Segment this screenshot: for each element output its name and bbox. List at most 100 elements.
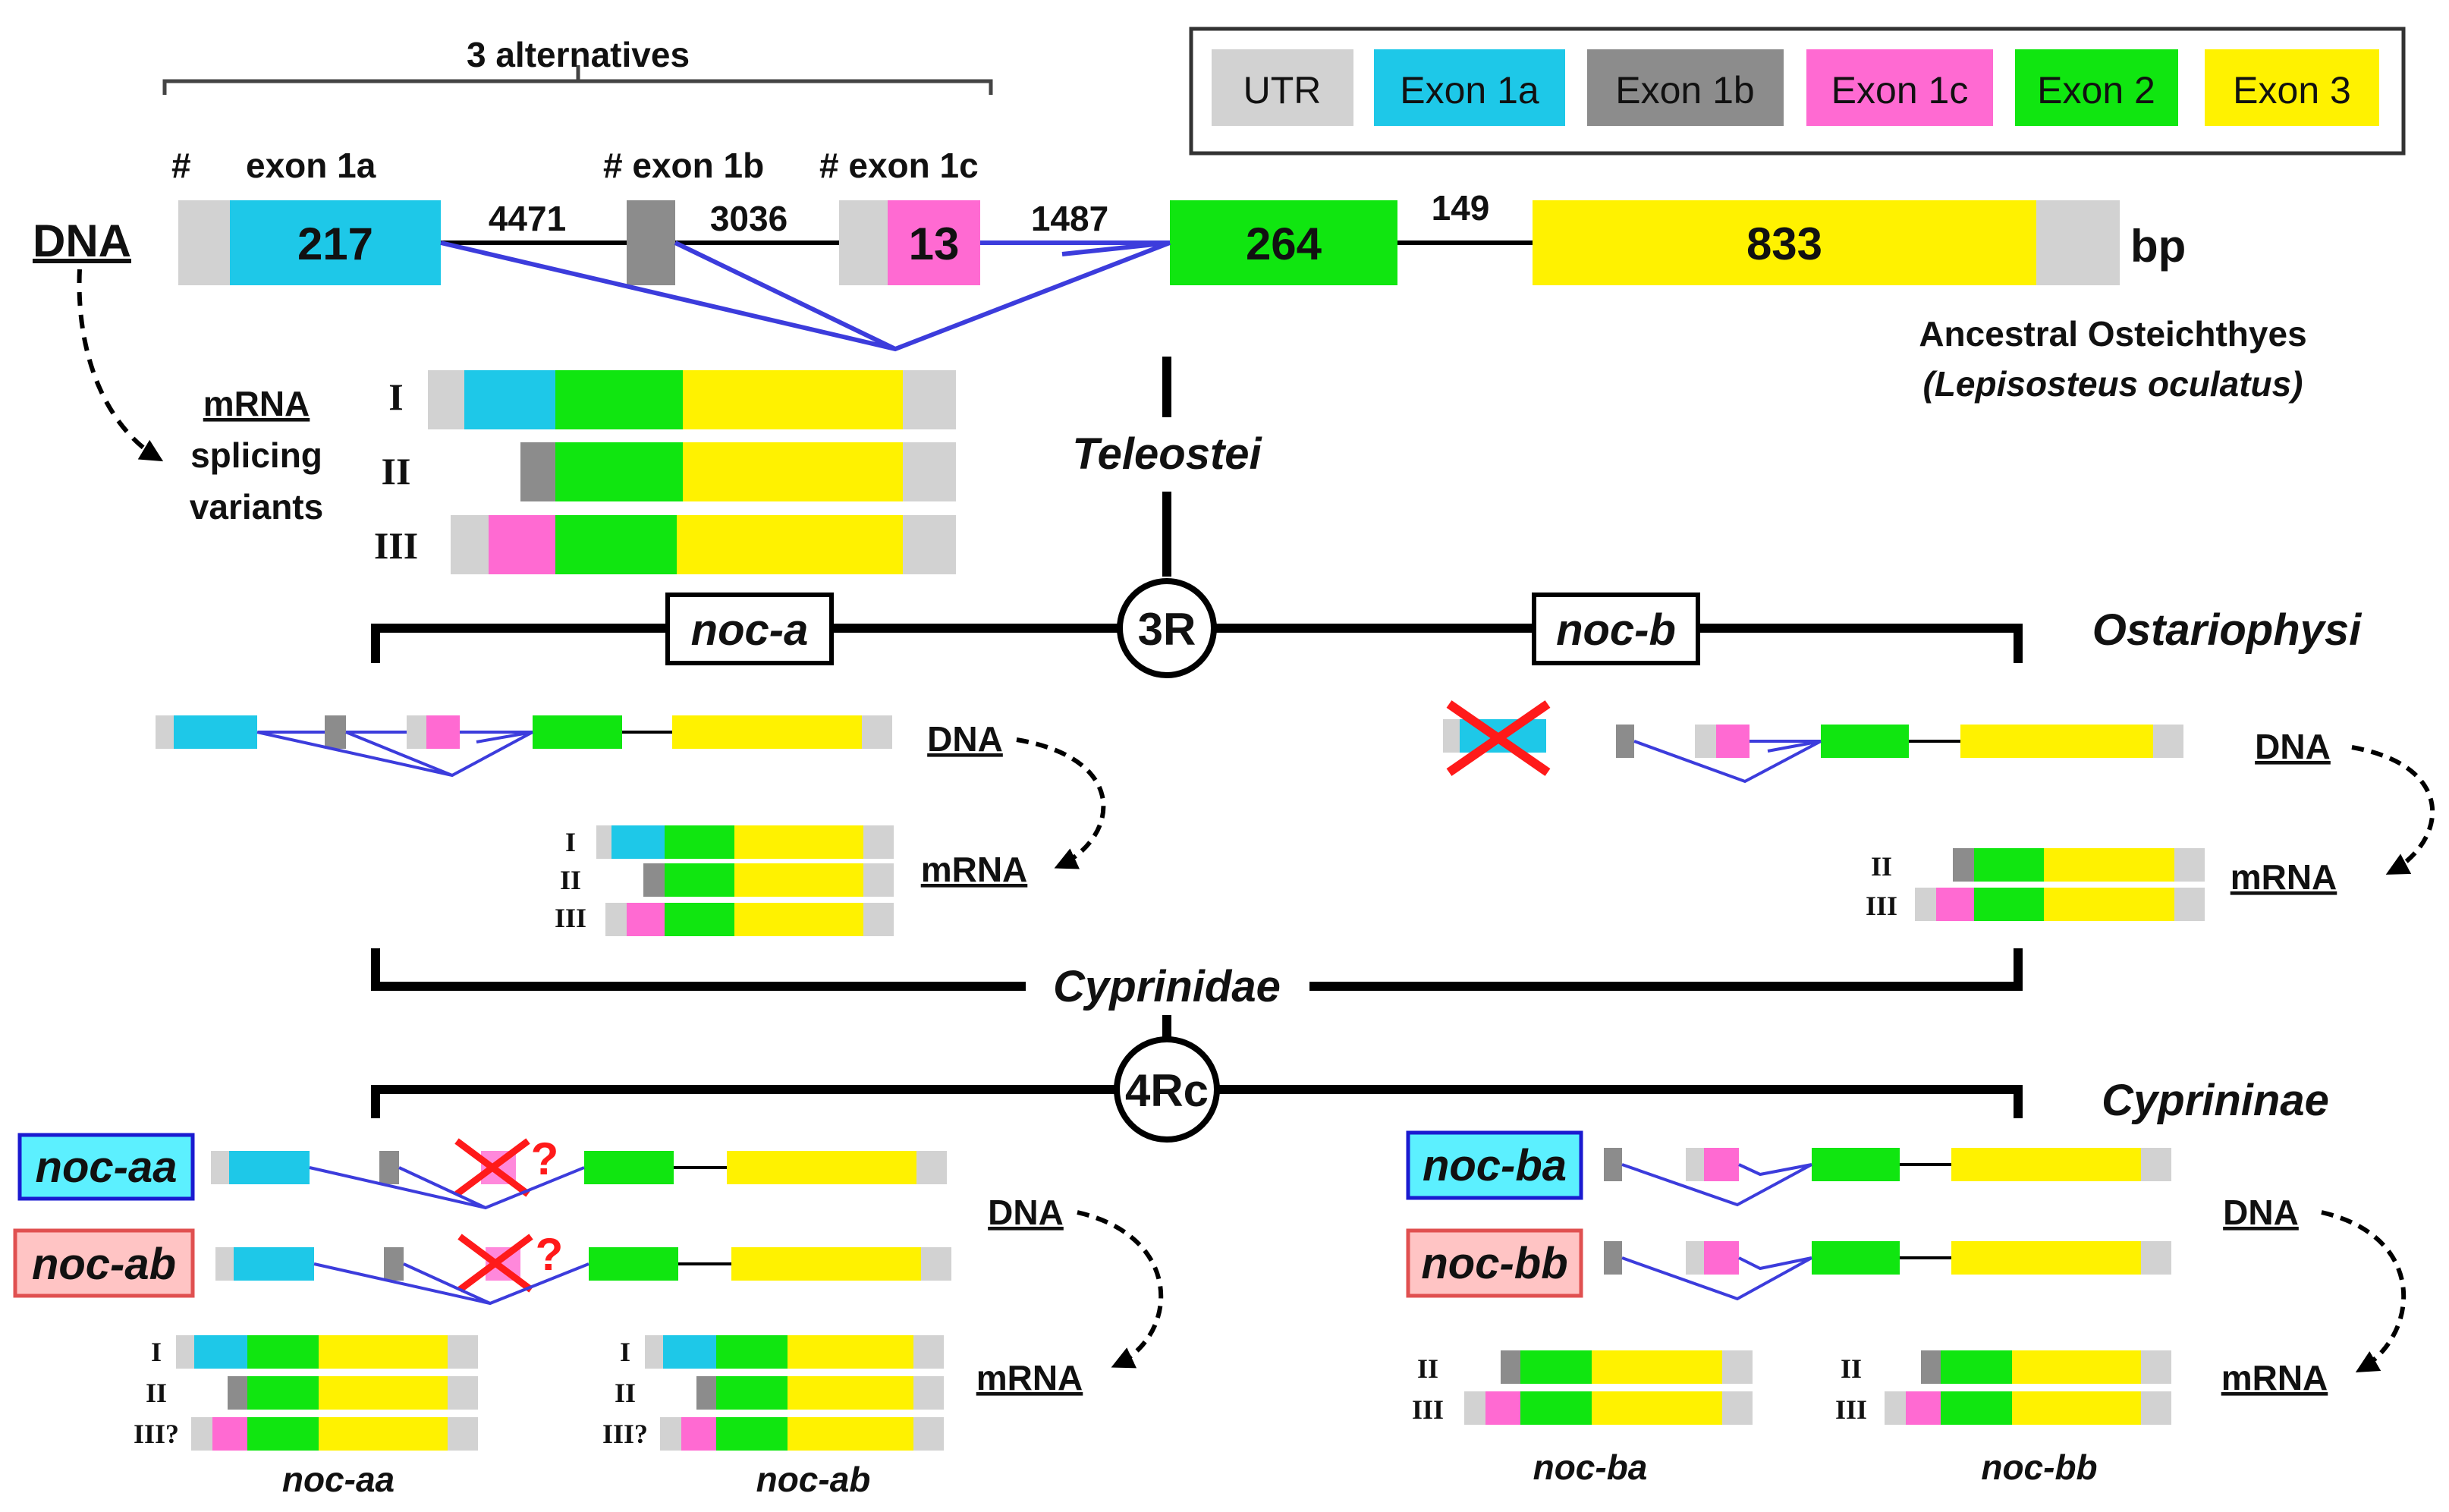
cyprinidae-label: Cyprinidae — [1053, 962, 1281, 1011]
exon1b-header: # exon 1b — [603, 146, 764, 185]
v3-exon2 — [555, 515, 677, 574]
noc-ab-mIII-utr3 — [913, 1417, 944, 1451]
noc-b-exon1b — [1616, 725, 1634, 758]
exon3-length: 833 — [1746, 218, 1822, 269]
v2-utr3 — [903, 442, 956, 501]
noc-aa-mI-e2 — [247, 1335, 319, 1369]
noc-ba-caption: noc-ba — [1533, 1448, 1648, 1487]
noc-a-label: noc-a — [691, 605, 809, 655]
noc-ab-loss-cross — [457, 1234, 533, 1293]
bracket-line — [162, 65, 993, 95]
noc-ba-exon1b — [1604, 1148, 1622, 1181]
noc-bb-utr1c — [1686, 1241, 1704, 1275]
noc-aa-mI-utr3 — [448, 1335, 478, 1369]
noc-ba-mII-e3 — [1592, 1350, 1722, 1384]
ancestral-dna: 217 4471 3036 13 1487 264 149 833 bp DNA… — [33, 188, 2307, 462]
noc-ab-mIII-e3 — [788, 1417, 913, 1451]
noc-a-II: II — [560, 865, 581, 895]
exon1a-block — [230, 200, 441, 285]
noc-b-gene: DNA mRNA II III — [1443, 700, 2435, 921]
noc-a-box — [665, 593, 834, 665]
noc-ab-mII-e3 — [788, 1376, 913, 1410]
noc-bb-mII-utr3 — [2141, 1350, 2171, 1384]
noc-aa-mIII-e1c — [212, 1417, 247, 1451]
noc-b-exon3 — [1960, 725, 2153, 758]
noc-aa-question: ? — [531, 1133, 559, 1184]
noc-ba-bb-arrow — [2321, 1210, 2407, 1372]
noc-aa-mII-e3 — [319, 1376, 448, 1410]
v1-exon3 — [683, 370, 903, 429]
noc-aa-utr — [211, 1151, 229, 1184]
noc-aa-utr3 — [916, 1151, 947, 1184]
noc-ab-splice — [313, 1262, 589, 1306]
noc-aa-ab-dna-label: DNA — [988, 1193, 1064, 1232]
noc-ab-exon2 — [589, 1247, 678, 1281]
noc-aa-label: noc-aa — [36, 1143, 178, 1192]
cyprinidae-bg — [1026, 957, 1309, 1015]
noc-b-utr1c — [1695, 725, 1716, 758]
v1-exon1a — [464, 370, 555, 429]
noc-b-utr3 — [2153, 725, 2183, 758]
legend-label-exon1a: Exon 1a — [1400, 69, 1539, 112]
noc-a-exon3 — [672, 715, 862, 749]
legend-label-exon1b: Exon 1b — [1615, 69, 1754, 112]
noc-ba-mIII-label: III — [1412, 1394, 1444, 1425]
noc-aa-splice — [309, 1166, 585, 1210]
noc-b-III: III — [1866, 891, 1897, 921]
noc-aa-mIII-label: III? — [134, 1419, 179, 1449]
noc-b-label: noc-b — [1556, 605, 1676, 655]
noc-ab-mIII-label: III? — [602, 1419, 648, 1449]
noc-ba-mII-utr3 — [1722, 1350, 1753, 1384]
cyprininae-label: Cyprininae — [2102, 1076, 2329, 1125]
noc-a-mIII-utr3 — [863, 903, 894, 936]
noc-ab-mI-utr — [645, 1335, 663, 1369]
v2-exon3 — [683, 442, 903, 501]
noc-ba-utr3 — [2141, 1148, 2171, 1181]
noc-bb-mIII-utr3 — [2141, 1391, 2171, 1425]
noc-ba-label: noc-ba — [1423, 1141, 1567, 1190]
exon2-block — [1170, 200, 1397, 285]
intron1-length: 4471 — [489, 199, 566, 238]
legend-label-utr: UTR — [1243, 69, 1322, 112]
intron3-length: 1487 — [1031, 199, 1108, 238]
noc-ab-mIII-e2 — [716, 1417, 788, 1451]
utr-3-prime — [2036, 200, 2120, 285]
utr-exon1c — [839, 200, 888, 285]
noc-bb-mII-e1b — [1921, 1350, 1941, 1384]
splicing-label: splicing — [190, 435, 322, 475]
noc-ab-exon1b — [384, 1247, 404, 1281]
noc-ba-mIII-utr3 — [1722, 1391, 1753, 1425]
noc-aa-mII-label: II — [146, 1378, 167, 1408]
noc-a-mII-e1b — [643, 863, 665, 897]
intron4-length: 149 — [1432, 188, 1490, 228]
v3-utr3 — [903, 515, 956, 574]
noc-aa-ab-mrna-label: mRNA — [976, 1358, 1083, 1397]
legend: UTR Exon 1a Exon 1b Exon 1c Exon 2 Exon … — [1189, 27, 2406, 156]
noc-ab-gene: noc-ab ? — [13, 1228, 951, 1306]
noc-b-II: II — [1871, 851, 1892, 882]
noc-a-mIII-utr — [605, 903, 627, 936]
noc-a-III: III — [555, 903, 586, 933]
noc-bb-splice — [1621, 1256, 1812, 1301]
noc-a-I: I — [565, 827, 576, 857]
noc-bb-mIII-e2 — [1941, 1391, 2012, 1425]
noc-bb-exon2 — [1812, 1241, 1900, 1275]
noc-ab-utr3 — [921, 1247, 951, 1281]
noc-aa-mI-e3 — [319, 1335, 448, 1369]
exon1c-length: 13 — [909, 218, 960, 269]
noc-a-gene: DNA mRNA I II III — [156, 715, 1106, 936]
v3-exon3 — [677, 515, 903, 574]
noc-aa-caption: noc-aa — [282, 1460, 395, 1499]
noc-aa-mII-e2 — [247, 1376, 319, 1410]
noc-b-loss-cross — [1446, 700, 1551, 776]
noc-ba-mIII-e3 — [1592, 1391, 1722, 1425]
legend-swatch-utr — [1212, 49, 1353, 126]
legend-swatch-exon2 — [2015, 49, 2178, 126]
noc-bb-exon3 — [1951, 1241, 2141, 1275]
noc-ab-mII-label: II — [615, 1378, 636, 1408]
v2-exon1b — [520, 442, 555, 501]
dna-label: DNA — [33, 215, 131, 266]
noc-aa-exon1b — [379, 1151, 399, 1184]
noc-a-mI-e1a — [611, 825, 665, 859]
noc-ab-mI-e2 — [716, 1335, 788, 1369]
